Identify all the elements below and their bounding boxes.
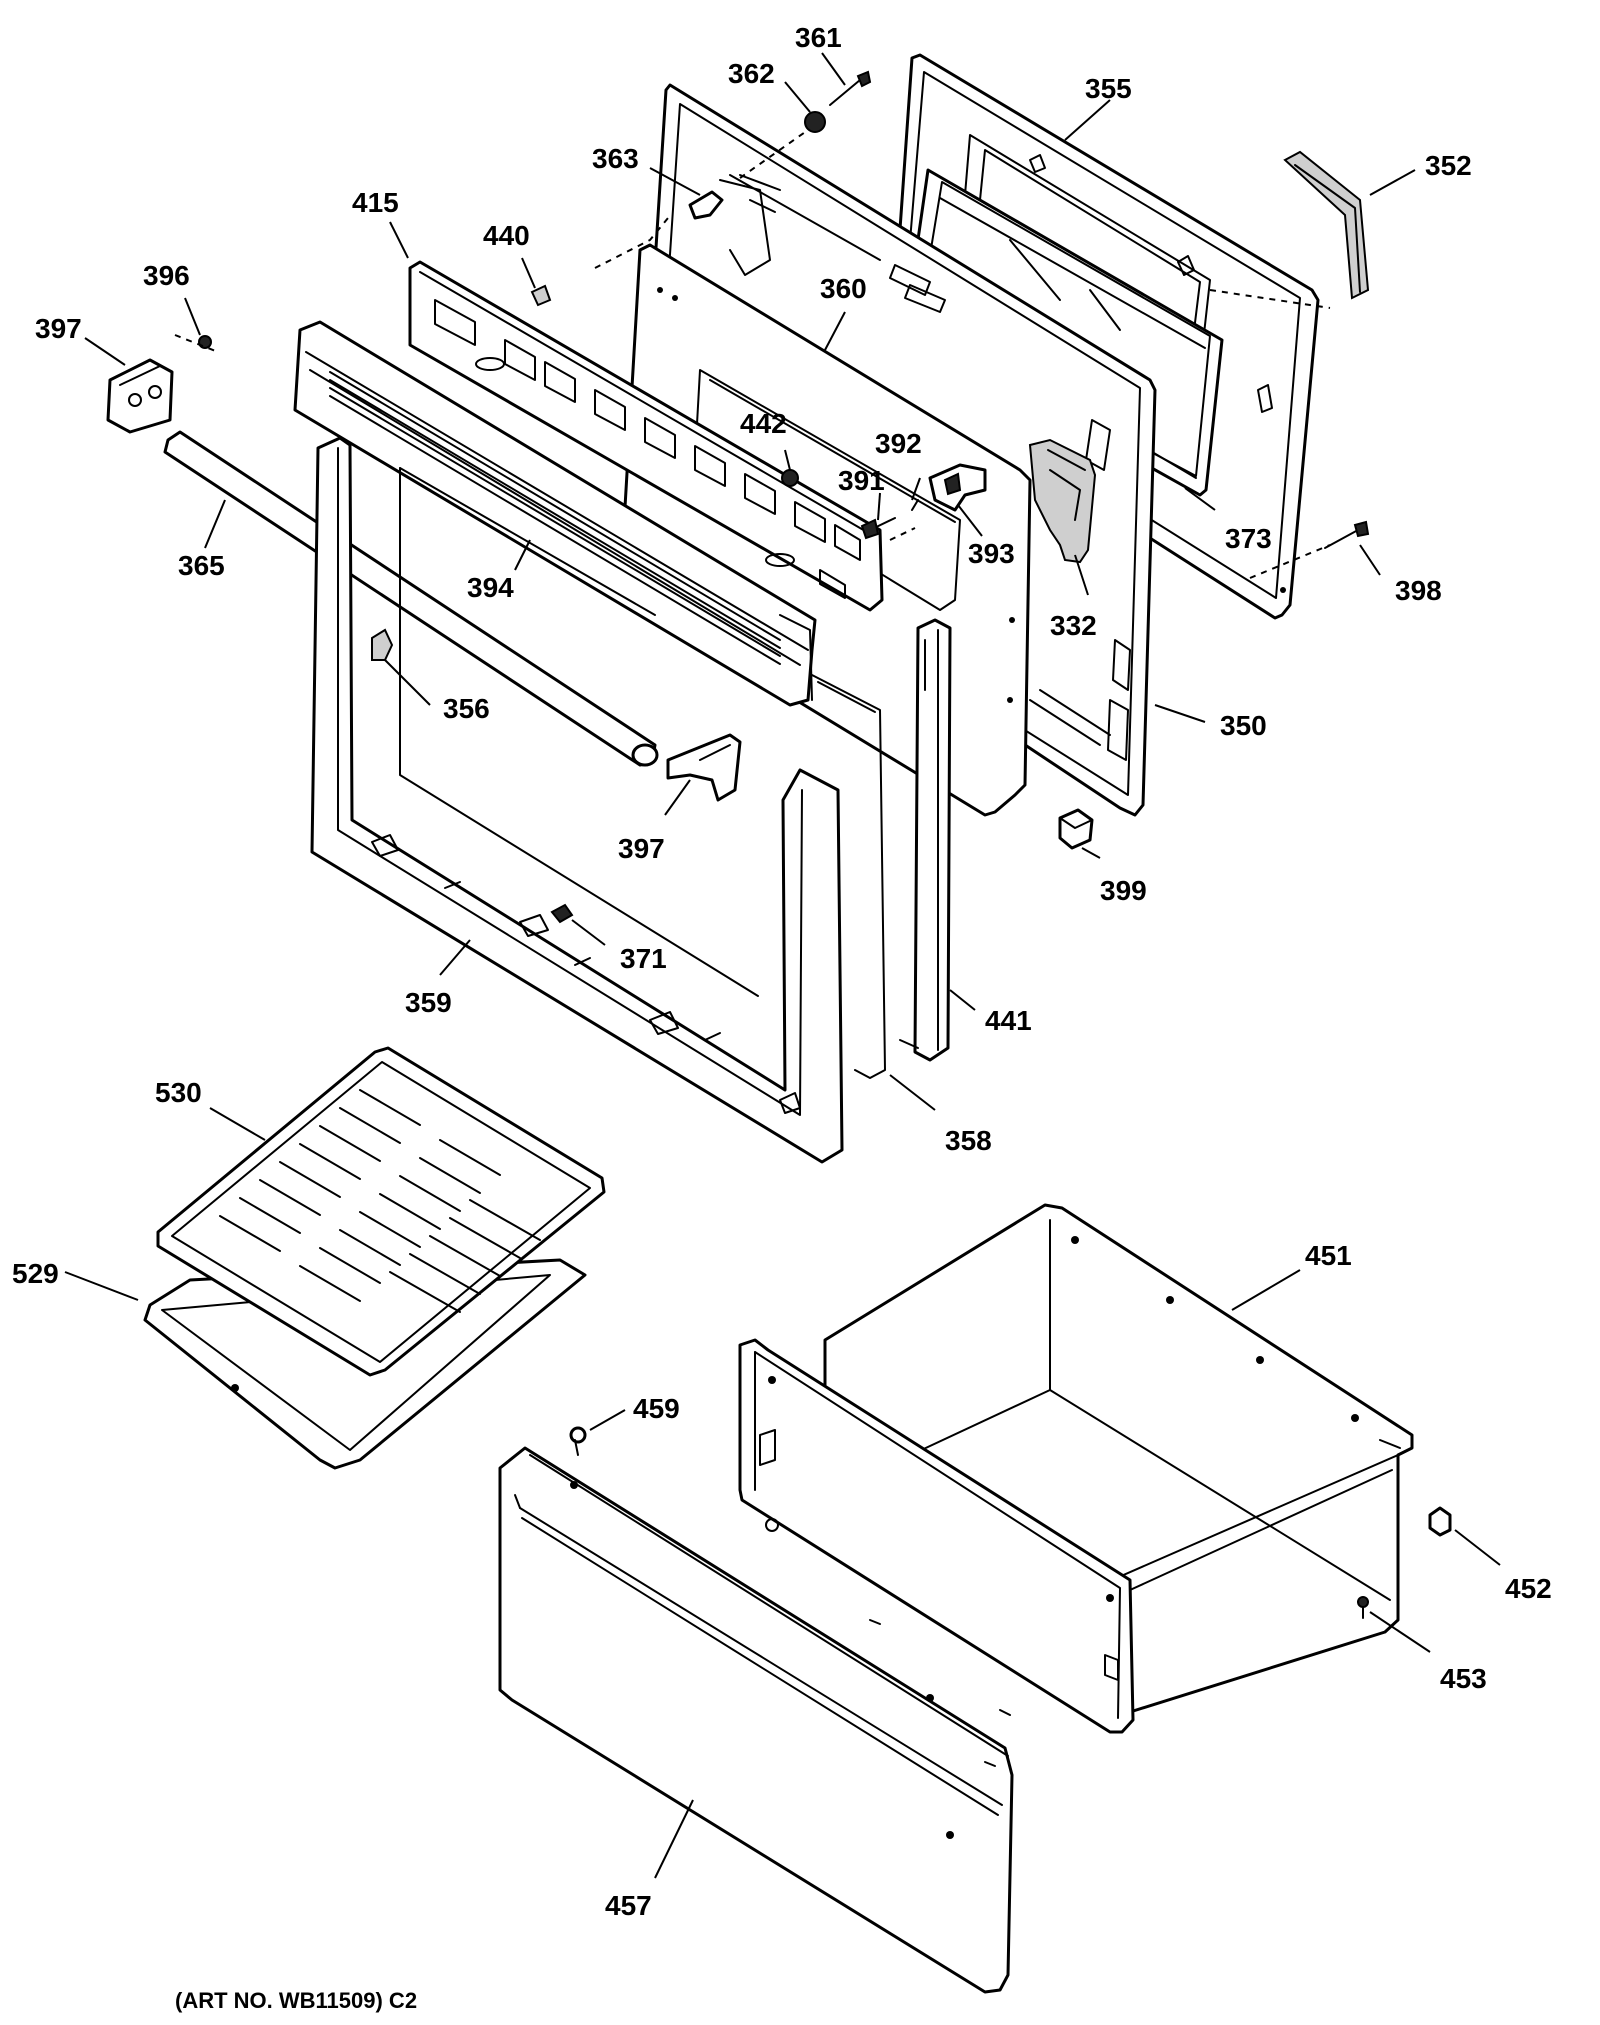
part-358-side-trim [811,674,886,1079]
part-397-top-bracket [106,358,174,434]
label-442: 442 [740,408,787,439]
label-415: 415 [352,187,399,218]
label-392: 392 [875,428,922,459]
label-453: 453 [1440,1663,1487,1694]
label-365: 365 [178,550,225,581]
label-352: 352 [1425,150,1472,181]
label-350: 350 [1220,710,1267,741]
label-440: 440 [483,220,530,251]
label-451: 451 [1305,1240,1352,1271]
part-530-broiler-grid [156,1046,606,1377]
label-397-lower: 397 [618,833,665,864]
label-397-top: 397 [35,313,82,344]
label-362: 362 [728,58,775,89]
label-332: 332 [1050,610,1097,641]
part-453-screw [1357,1596,1369,1619]
label-398: 398 [1395,575,1442,606]
part-371-clip [550,903,574,924]
label-396: 396 [143,260,190,291]
part-drawer-front-panel [738,1338,1135,1734]
label-394: 394 [467,572,514,603]
part-363-hinge-pin [688,190,724,220]
part-332-insulation-block [1028,438,1097,564]
label-459: 459 [633,1393,680,1424]
part-459-screw [569,1426,587,1456]
part-365-trim-rod [163,430,659,767]
label-355: 355 [1085,73,1132,104]
label-452: 452 [1505,1573,1552,1604]
part-362-nut [804,111,826,133]
part-394-vent-trim [293,320,817,707]
part-359-oven-front-frame [310,436,844,1164]
broiler-grid-slots [219,1089,541,1313]
part-393-hinge-bracket [928,463,987,512]
part-397-lower-bracket [666,733,742,802]
part-441-side-strip [899,618,952,1062]
label-393: 393 [968,538,1015,569]
callout-labels: 361 362 355 352 363 415 440 396 397 360 … [12,22,1552,1921]
label-356: 356 [443,693,490,724]
label-530: 530 [155,1077,202,1108]
leader-lines [64,52,1501,1879]
part-399-bumper [1058,808,1094,850]
label-371: 371 [620,943,667,974]
label-359: 359 [405,987,452,1018]
label-363: 363 [592,143,639,174]
part-457-drawer-front [498,1446,1014,1994]
part-361-screw [829,70,872,106]
label-391: 391 [838,465,885,496]
label-373: 373 [1225,523,1272,554]
part-452-drawer-roller [1428,1506,1452,1537]
part-391-screw [860,517,896,540]
label-358: 358 [945,1125,992,1156]
assembly-guide-lines [174,129,1331,579]
label-399: 399 [1100,875,1147,906]
art-number-caption: (ART NO. WB11509) C2 [175,1988,417,2013]
part-392-spacer [911,499,919,511]
label-441: 441 [985,1005,1032,1036]
label-529: 529 [12,1258,59,1289]
part-442-nut [781,469,799,487]
vent-slots [329,371,781,665]
part-398-screw [1324,520,1370,549]
part-415-control-panel [408,260,884,612]
label-360: 360 [820,273,867,304]
part-352-door-handle [1283,150,1370,300]
label-361: 361 [795,22,842,53]
label-457: 457 [605,1890,652,1921]
part-440-clip [530,284,552,307]
